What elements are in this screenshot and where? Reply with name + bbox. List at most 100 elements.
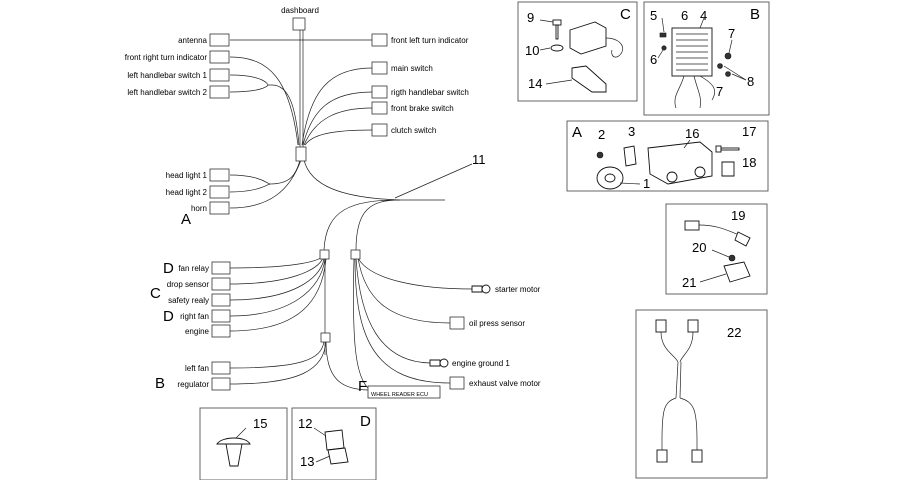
right-fan-box[interactable] (211, 309, 231, 323)
label-horn: horn (191, 204, 207, 213)
section-letters: A D C D B F (150, 211, 367, 395)
relay-12-icon (324, 429, 345, 451)
label-left-switch-2: left handlebar switch 2 (127, 88, 207, 97)
antenna-box[interactable] (209, 33, 230, 47)
mount-16-boss-b (694, 166, 706, 178)
regulator-fins (676, 33, 708, 71)
right-junction (350, 249, 361, 260)
letter-a-main: A (181, 211, 191, 228)
label-head-light-2: head light 2 (166, 188, 208, 197)
left-switch-2-box[interactable] (209, 85, 230, 99)
num-4: 4 (700, 8, 707, 23)
letter-b-main: B (155, 375, 165, 392)
letter-f-ecu: F (358, 378, 367, 395)
num-10: 10 (525, 43, 539, 58)
dashboard-box[interactable] (292, 17, 306, 31)
panel-a: A 2 3 16 17 18 1 (566, 120, 769, 192)
label-engine-ground: engine ground 1 (452, 359, 510, 368)
label-front-brake-switch: front brake switch (391, 104, 454, 113)
num-13: 13 (300, 454, 314, 469)
sensor-19-connector (684, 220, 700, 231)
head-light-2-box[interactable] (209, 185, 230, 199)
num-5: 5 (650, 8, 657, 23)
label-head-light-1: head light 1 (166, 171, 208, 180)
nut-2-icon (596, 151, 604, 159)
left-switch-1-box[interactable] (209, 68, 230, 82)
clip-15-body (225, 443, 243, 467)
label-safety-relay: safety realy (168, 296, 209, 305)
num-1: 1 (643, 176, 650, 191)
starter-terminal (471, 285, 483, 293)
starter-ring (481, 284, 491, 294)
washer-8b-icon (725, 71, 731, 77)
panel-d-letter: D (360, 413, 371, 430)
screw-9-shank (555, 24, 559, 40)
ecu-box[interactable] (367, 385, 441, 399)
connector-22-tl (655, 319, 667, 333)
front-right-turn-box[interactable] (209, 50, 230, 64)
bolt-17-head (715, 145, 722, 153)
screw-9-icon (552, 19, 562, 26)
letter-c-drop: C (150, 285, 161, 302)
sensor-19-body (734, 231, 751, 247)
safety-relay-box[interactable] (211, 293, 231, 307)
num-2: 2 (598, 127, 605, 142)
label-engine: engine (185, 327, 210, 336)
label-antenna: antenna (178, 36, 207, 45)
fan-relay-box[interactable] (211, 261, 231, 275)
num-21: 21 (682, 275, 696, 290)
horn-center (604, 173, 616, 183)
label-exhaust-valve: exhaust valve motor (469, 379, 541, 388)
num-16: 16 (685, 126, 699, 141)
label-left-fan: left fan (185, 364, 209, 373)
label-11: 11 (472, 152, 486, 167)
num-20: 20 (692, 240, 706, 255)
clutch-switch-box[interactable] (371, 123, 388, 137)
mount-16-icon (647, 141, 713, 185)
num-15: 15 (253, 416, 267, 431)
connector-22-br (691, 449, 703, 463)
exhaust-valve-box[interactable] (449, 376, 465, 390)
connector-22-tr (687, 319, 699, 333)
num-19: 19 (731, 208, 745, 223)
panel-19-frame (665, 203, 768, 295)
main-switch-box[interactable] (371, 61, 388, 75)
num-17: 17 (742, 124, 756, 139)
screw-5-icon (659, 32, 667, 38)
label-fan-relay: fan relay (178, 264, 209, 273)
bolt-17-shank (720, 147, 740, 151)
oil-press-box[interactable] (449, 316, 465, 330)
bracket-3-icon (623, 145, 637, 167)
label-oil-press: oil press sensor (469, 319, 525, 328)
label-front-left-turn: front left turn indicator (391, 36, 469, 45)
screw-20-icon (728, 254, 736, 262)
drop-sensor-box[interactable] (211, 277, 231, 291)
num-9: 9 (527, 10, 534, 25)
num-7a: 7 (728, 26, 735, 41)
letter-d-right: D (163, 308, 174, 325)
head-light-1-box[interactable] (209, 168, 230, 182)
right-switch-box[interactable] (371, 85, 388, 99)
component-boxes (209, 17, 491, 399)
left-fan-box[interactable] (211, 361, 231, 375)
label-right-fan: right fan (180, 312, 209, 321)
front-brake-switch-box[interactable] (371, 101, 388, 115)
leader-line-11 (394, 163, 473, 199)
front-left-turn-box[interactable] (371, 33, 388, 47)
bracket-14-icon (571, 65, 607, 93)
label-left-switch-1: left handlebar switch 1 (127, 71, 207, 80)
central-connector (295, 146, 307, 162)
label-clutch-switch: clutch switch (391, 126, 436, 135)
engine-box[interactable] (211, 324, 231, 338)
num-22: 22 (727, 325, 741, 340)
regulator-box[interactable] (211, 377, 231, 391)
washer-8a-icon (717, 63, 723, 69)
label-drop-sensor: drop sensor (167, 280, 210, 289)
panel-19-21: 19 20 21 (665, 203, 768, 295)
panel-c-letter: C (620, 6, 631, 23)
ground-terminal (429, 359, 441, 367)
horn-box[interactable] (209, 201, 230, 215)
num-6b: 6 (650, 52, 657, 67)
